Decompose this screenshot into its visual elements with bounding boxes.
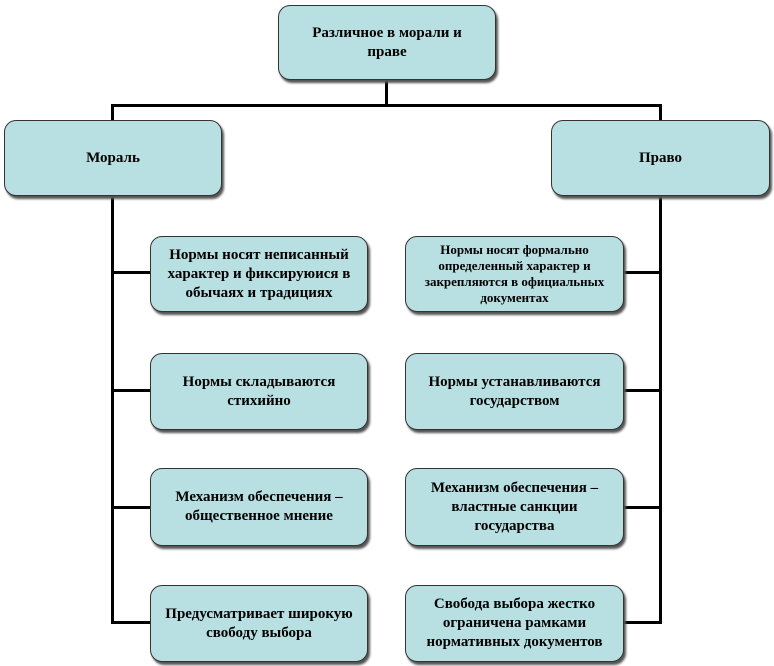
morality-item: Нормы носят неписанный характер и фиксир…: [150, 236, 368, 312]
morality-branch: [111, 506, 151, 509]
morality-spine: [111, 196, 114, 624]
law-branch: [623, 389, 662, 392]
root-node: Различное в морали и праве: [278, 5, 496, 80]
law-item: Механизм обеспечения – властные санкции …: [405, 468, 624, 546]
law-node: Право: [551, 120, 770, 196]
morality-branch: [111, 621, 151, 624]
law-branch: [623, 506, 662, 509]
law-spine: [659, 196, 662, 624]
law-item: Нормы носят формально определенный харак…: [405, 236, 624, 312]
connector-root-down: [385, 80, 388, 106]
law-branch: [623, 621, 662, 624]
morality-branch: [111, 389, 151, 392]
morality-item: Механизм обеспечения – общественное мнен…: [150, 468, 368, 546]
connector-morality-top: [111, 104, 114, 121]
morality-node: Мораль: [4, 120, 222, 196]
law-branch: [623, 271, 662, 274]
law-item: Нормы устанавливаются государством: [405, 353, 624, 430]
morality-branch: [111, 271, 151, 274]
morality-item: Предусматривает широкую свободу выбора: [150, 585, 368, 662]
morality-item: Нормы складываются стихийно: [150, 353, 368, 430]
connector-horizontal: [111, 104, 662, 107]
law-item: Свобода выбора жестко ограничена рамками…: [405, 585, 624, 662]
connector-law-top: [659, 104, 662, 121]
